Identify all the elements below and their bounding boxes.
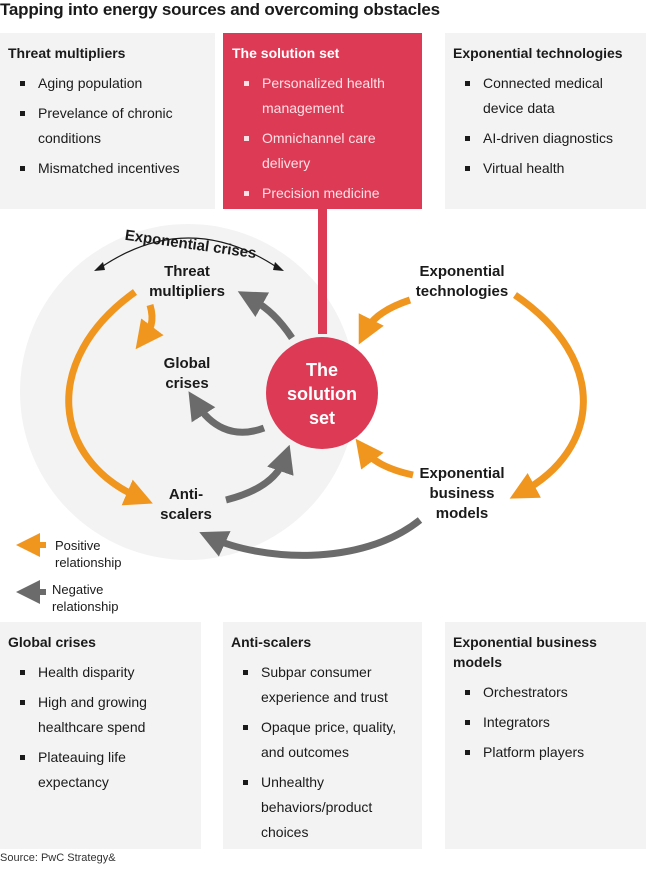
crises-arc-line bbox=[99, 237, 279, 269]
antiscalers-to-solution-arrow bbox=[225, 444, 294, 504]
source-note: Source: PwC Strategy& bbox=[0, 852, 116, 864]
solution-connector bbox=[318, 209, 327, 334]
list-item: Opaque price, quality, and outcomes bbox=[231, 715, 414, 765]
models-to-antiscalers-arrow bbox=[199, 517, 423, 559]
models-label-line-2: business bbox=[429, 485, 494, 502]
list-item: Virtual health bbox=[453, 156, 638, 181]
list-item: High and growing healthcare spend bbox=[8, 690, 193, 740]
positive-legend-line-2: relationship bbox=[55, 555, 122, 570]
solution-set-box: The solution set Personalized health man… bbox=[223, 33, 422, 209]
arc-arrowhead-right-icon bbox=[273, 262, 284, 271]
global-crises-label-line-1: Global bbox=[164, 355, 211, 372]
list-item: Unhealthy behaviors/product choices bbox=[231, 770, 414, 845]
exponential-technologies-box: Exponential technologies Connected medic… bbox=[445, 33, 646, 209]
list-item: Mismatched incentives bbox=[8, 156, 207, 181]
positive-legend-line-1: Positive bbox=[55, 538, 101, 553]
solution-to-threat-arrow bbox=[237, 291, 295, 340]
threat-multipliers-list: Aging population Prevelance of chronic c… bbox=[8, 71, 207, 181]
list-item: Aging population bbox=[8, 71, 207, 96]
technologies-label-line-2: technologies bbox=[416, 283, 509, 300]
threat-label-line-1: Threat bbox=[164, 263, 210, 280]
list-item: Prevelance of chronic conditions bbox=[8, 101, 207, 151]
negative-legend-line-1: Negative bbox=[52, 582, 103, 597]
list-item: Integrators bbox=[453, 710, 638, 735]
threat-multipliers-box: Threat multipliers Aging population Prev… bbox=[0, 33, 215, 209]
threat-label-line-2: multipliers bbox=[149, 283, 225, 300]
solution-circle-line-3: set bbox=[309, 408, 335, 428]
list-item: Omnichannel care delivery bbox=[232, 126, 414, 176]
models-label-line-3: models bbox=[436, 505, 489, 522]
models-label-line-1: Exponential bbox=[419, 465, 504, 482]
technologies-label-line-1: Exponential bbox=[419, 263, 504, 280]
page-title: Tapping into energy sources and overcomi… bbox=[0, 0, 440, 19]
threat-to-antiscalers-arrow bbox=[65, 289, 153, 506]
exponential-business-models-box: Exponential business models Orchestrator… bbox=[445, 622, 646, 849]
list-item: Platform players bbox=[453, 740, 638, 765]
global-crises-box: Global crises Health disparity High and … bbox=[0, 622, 201, 849]
exponential-technologies-list: Connected medical device data AI-driven … bbox=[453, 71, 638, 181]
solution-circle-line-1: The bbox=[306, 360, 338, 380]
global-crises-label-line-2: crises bbox=[165, 375, 208, 392]
models-to-solution-arrow bbox=[355, 438, 414, 479]
solution-set-circle bbox=[266, 337, 378, 449]
list-item: Personalized health management bbox=[232, 71, 414, 121]
exponential-business-models-heading: Exponential business models bbox=[453, 634, 597, 670]
exponential-technologies-heading: Exponential technologies bbox=[453, 45, 623, 61]
solution-set-heading: The solution set bbox=[232, 45, 340, 61]
threat-to-crises-arrow bbox=[135, 304, 164, 350]
anti-scalers-box: Anti-scalers Subpar consumer experience … bbox=[223, 622, 422, 849]
exponential-business-models-list: Orchestrators Integrators Platform playe… bbox=[453, 680, 638, 765]
technologies-to-models-arrow bbox=[509, 292, 587, 499]
solution-set-list: Personalized health management Omnichann… bbox=[232, 71, 414, 206]
anti-scalers-label-line-1: Anti- bbox=[169, 486, 203, 503]
list-item: Orchestrators bbox=[453, 680, 638, 705]
list-item: Subpar consumer experience and trust bbox=[231, 660, 414, 710]
list-item: Plateauing life expectancy bbox=[8, 745, 193, 795]
anti-scalers-list: Subpar consumer experience and trust Opa… bbox=[231, 660, 414, 845]
anti-scalers-label-line-2: scalers bbox=[160, 506, 212, 523]
negative-legend-line-2: relationship bbox=[52, 599, 119, 614]
list-item: Connected medical device data bbox=[453, 71, 638, 121]
list-item: AI-driven diagnostics bbox=[453, 126, 638, 151]
global-crises-list: Health disparity High and growing health… bbox=[8, 660, 193, 795]
list-item: Precision medicine bbox=[232, 181, 414, 206]
solution-to-crises-arrow bbox=[188, 391, 266, 436]
global-crises-heading: Global crises bbox=[8, 634, 96, 650]
anti-scalers-heading: Anti-scalers bbox=[231, 634, 312, 650]
technologies-to-solution-arrow bbox=[358, 296, 412, 345]
threat-multipliers-heading: Threat multipliers bbox=[8, 45, 126, 61]
arc-arrowhead-left-icon bbox=[94, 262, 105, 271]
solution-circle-line-2: solution bbox=[287, 384, 357, 404]
list-item: Health disparity bbox=[8, 660, 193, 685]
